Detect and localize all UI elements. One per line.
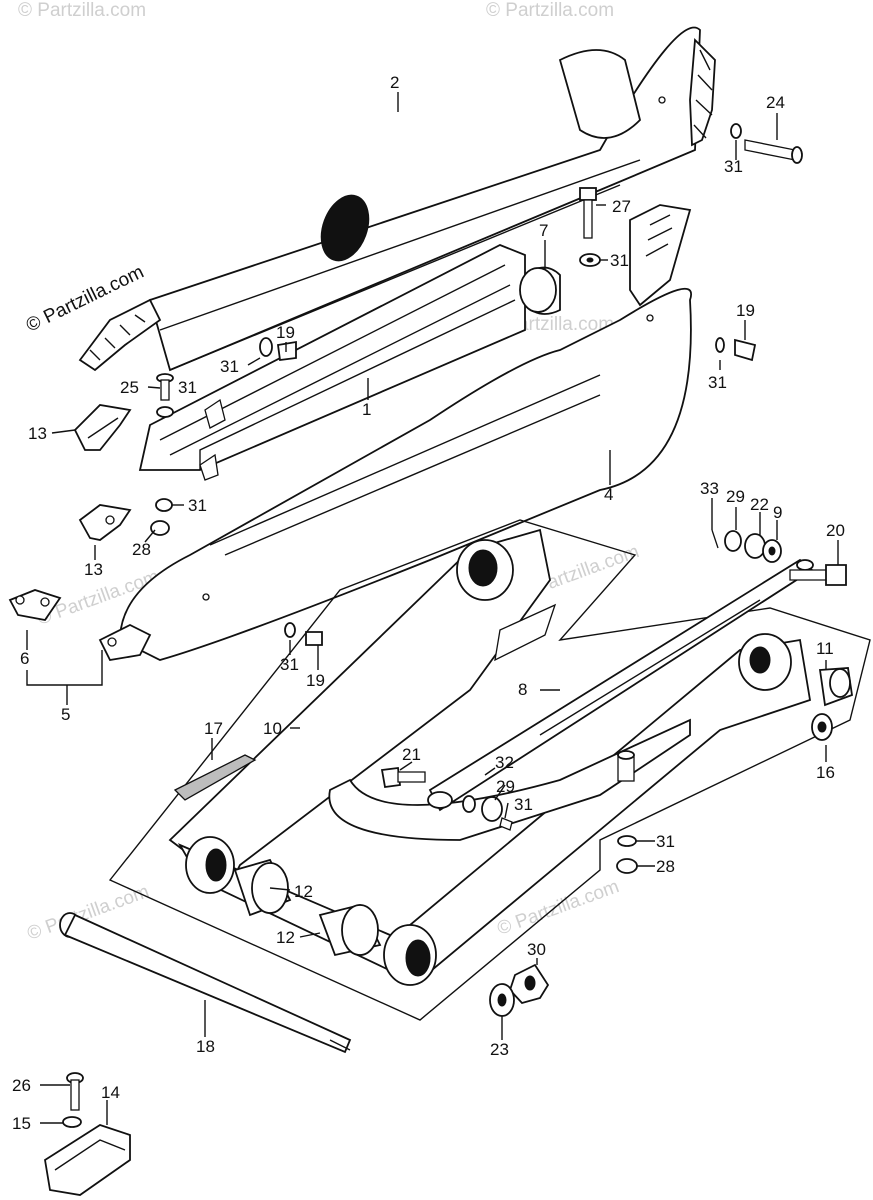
callout-10: 10 bbox=[263, 719, 282, 738]
callout-31: 31 bbox=[610, 251, 629, 270]
callout-28: 28 bbox=[656, 857, 675, 876]
hardware-stack-right bbox=[711, 529, 782, 563]
bushing-12-upper bbox=[233, 858, 292, 917]
callout-27: 27 bbox=[612, 197, 631, 216]
callout-12: 12 bbox=[294, 882, 313, 901]
callout-1: 1 bbox=[362, 400, 371, 419]
callout-25: 25 bbox=[120, 378, 139, 397]
callout-7: 7 bbox=[539, 221, 548, 240]
callout-16: 16 bbox=[816, 763, 835, 782]
callout-20: 20 bbox=[826, 521, 845, 540]
callout-23: 23 bbox=[490, 1040, 509, 1059]
callout-31: 31 bbox=[656, 832, 675, 851]
callout-9: 9 bbox=[773, 503, 782, 522]
callout-6: 6 bbox=[20, 649, 29, 668]
callout-11: 11 bbox=[816, 639, 834, 658]
bolt-27 bbox=[579, 187, 601, 267]
leader-lines bbox=[26, 92, 839, 1125]
plate-14 bbox=[44, 1124, 131, 1196]
callout-8: 8 bbox=[518, 680, 527, 699]
callout-2: 2 bbox=[390, 73, 399, 92]
callout-22: 22 bbox=[750, 495, 769, 514]
callout-4: 4 bbox=[604, 485, 613, 504]
bolt-19-lower bbox=[284, 622, 323, 646]
callout-13: 13 bbox=[28, 424, 47, 443]
callout-26: 26 bbox=[12, 1076, 31, 1095]
bolt-26 bbox=[66, 1072, 84, 1111]
callout-19: 19 bbox=[276, 323, 295, 342]
callout-29: 29 bbox=[726, 487, 745, 506]
callout-21: 21 bbox=[402, 745, 421, 764]
callout-31: 31 bbox=[724, 157, 743, 176]
bracket-13-upper bbox=[73, 404, 132, 451]
bolt-21 bbox=[380, 766, 426, 789]
callout-labels: 2 24 31 27 7 31 19 31 19 31 25 31 1 13 4… bbox=[12, 73, 845, 1133]
chain-case-upper bbox=[148, 26, 701, 372]
bush-11 bbox=[818, 667, 853, 707]
callout-15: 15 bbox=[12, 1114, 31, 1133]
washer-31-mid bbox=[155, 498, 173, 512]
watermark-faint: © Partzilla.com bbox=[486, 0, 614, 21]
callout-33: 33 bbox=[700, 479, 719, 498]
nut-28-mid bbox=[150, 520, 170, 536]
nut-28-right bbox=[616, 858, 638, 874]
callout-24: 24 bbox=[766, 93, 785, 112]
watermark-faint: © Partzilla.com bbox=[18, 0, 146, 21]
callout-31: 31 bbox=[188, 496, 207, 515]
callout-28: 28 bbox=[132, 540, 151, 559]
callout-19: 19 bbox=[736, 301, 755, 320]
bolt-19-upper bbox=[259, 337, 297, 362]
callout-5: 5 bbox=[61, 705, 70, 724]
swing-arm bbox=[108, 519, 871, 1021]
nut-30 bbox=[508, 963, 550, 1005]
chain-upper-left bbox=[78, 298, 162, 372]
inspection-hole bbox=[320, 194, 370, 262]
chain-guide bbox=[138, 244, 526, 481]
callout-30: 30 bbox=[527, 940, 546, 959]
chain-upper-right bbox=[689, 37, 716, 147]
washer-16 bbox=[811, 713, 833, 741]
callout-31: 31 bbox=[220, 357, 239, 376]
callout-31: 31 bbox=[280, 655, 299, 674]
bolt-24 bbox=[730, 123, 803, 164]
washer-7 bbox=[519, 267, 557, 313]
callout-17: 17 bbox=[204, 719, 223, 738]
callout-31: 31 bbox=[514, 795, 533, 814]
decal-17 bbox=[173, 754, 257, 801]
callout-32: 32 bbox=[495, 753, 514, 772]
callout-29: 29 bbox=[496, 777, 515, 796]
callout-12: 12 bbox=[276, 928, 295, 947]
washer-23 bbox=[489, 983, 515, 1017]
callout-31: 31 bbox=[178, 378, 197, 397]
bolt-20 bbox=[789, 564, 847, 586]
chain-link-5 bbox=[98, 623, 152, 661]
callout-31: 31 bbox=[708, 373, 727, 392]
pivot-shaft-18 bbox=[59, 912, 352, 1054]
bolt-19-right bbox=[715, 337, 757, 362]
callout-18: 18 bbox=[196, 1037, 215, 1056]
chain-link-6 bbox=[8, 589, 62, 621]
callout-13: 13 bbox=[84, 560, 103, 579]
bracket-13-lower bbox=[78, 504, 132, 541]
washer-15 bbox=[62, 1116, 82, 1128]
callout-19: 19 bbox=[306, 671, 325, 690]
washer-31-right bbox=[617, 835, 637, 847]
bolt-25 bbox=[156, 373, 174, 418]
hardware-stack-center bbox=[462, 795, 513, 831]
callout-14: 14 bbox=[101, 1083, 120, 1102]
bushing-12-lower bbox=[318, 903, 382, 957]
